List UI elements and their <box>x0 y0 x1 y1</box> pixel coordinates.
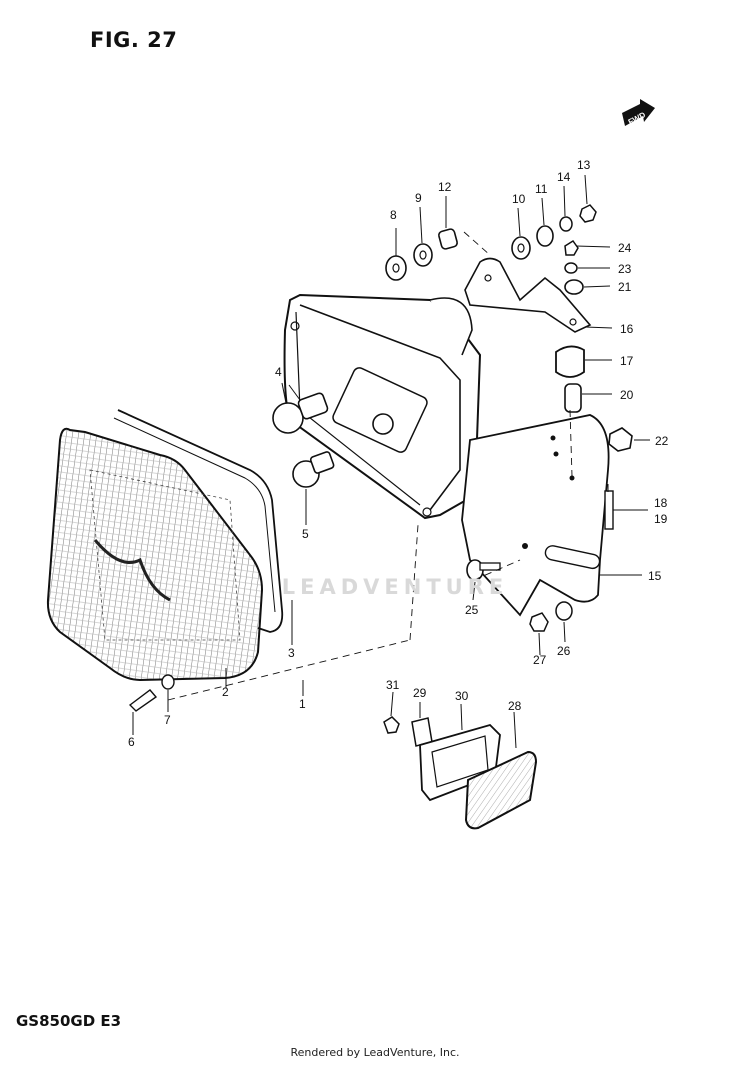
callout-6: 6 <box>128 735 135 749</box>
dashed-assembly-lines <box>167 231 573 701</box>
footer-credit: Rendered by LeadVenture, Inc. <box>290 1046 460 1059</box>
callout-26: 26 <box>557 644 571 658</box>
watermark: LEADVENTURE <box>281 575 509 599</box>
mounting-bracket <box>464 257 592 333</box>
callout-3: 3 <box>288 646 295 660</box>
callout-4: 4 <box>275 365 282 379</box>
callout-18: 18 <box>654 496 668 510</box>
model-code: GS850GD E3 <box>16 1012 122 1030</box>
callout-11: 11 <box>535 182 548 196</box>
figure-title: FIG. 27 <box>90 28 178 52</box>
callout-5: 5 <box>302 527 309 541</box>
callout-19: 19 <box>654 512 668 526</box>
callout-28: 28 <box>508 699 522 713</box>
callout-1: 1 <box>299 697 306 711</box>
callout-14: 14 <box>557 170 571 184</box>
callout-30: 30 <box>455 689 469 703</box>
callout-9: 9 <box>415 191 422 205</box>
callout-27: 27 <box>533 653 547 667</box>
part-callouts: 1 2 3 4 5 6 7 8 9 10 11 12 13 14 15 16 1… <box>128 158 669 749</box>
callout-12: 12 <box>438 180 452 194</box>
hardware-parts <box>128 204 633 712</box>
license-light-assembly <box>383 716 538 830</box>
callout-2: 2 <box>222 685 229 699</box>
bulb-icon <box>292 451 335 488</box>
callout-17: 17 <box>620 354 634 368</box>
callout-25: 25 <box>465 603 479 617</box>
callout-29: 29 <box>413 686 427 700</box>
callout-22: 22 <box>655 434 669 448</box>
callout-21: 21 <box>618 280 632 294</box>
callout-20: 20 <box>620 388 634 402</box>
taillight-lens <box>46 427 264 682</box>
leader-lines <box>132 174 650 749</box>
callout-15: 15 <box>648 569 662 583</box>
callout-13: 13 <box>577 158 591 172</box>
taillight-housing <box>283 293 482 520</box>
lens-gasket <box>113 409 284 633</box>
forward-arrow-icon: FWD <box>622 99 655 127</box>
bulb-icon <box>272 392 329 434</box>
callout-7: 7 <box>164 713 171 727</box>
callout-24: 24 <box>618 241 632 255</box>
callout-8: 8 <box>390 208 397 222</box>
callout-31: 31 <box>386 678 400 692</box>
callout-23: 23 <box>618 262 632 276</box>
callout-10: 10 <box>512 192 526 206</box>
callout-16: 16 <box>620 322 634 336</box>
